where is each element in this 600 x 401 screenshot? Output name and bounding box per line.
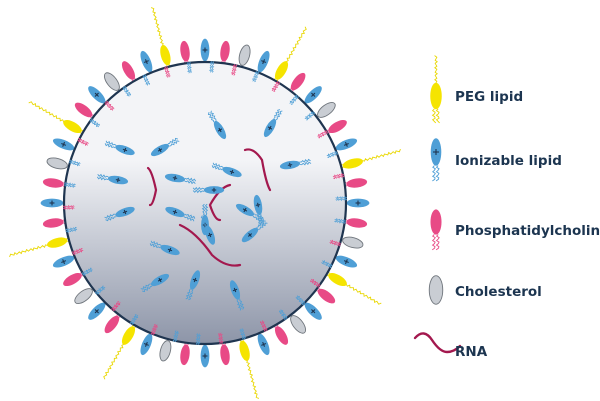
inner-lipid-layer (62, 61, 348, 345)
interior-ionizable-lipid (229, 280, 245, 311)
inner-lipid-ion (172, 330, 180, 343)
legend-label-rna: RNA (455, 344, 488, 360)
inner-lipid-ion (142, 74, 150, 86)
interior-ionizable-lipid (149, 240, 180, 256)
interior-ionizable-lipid (211, 162, 242, 178)
outer-lipid-chol (103, 72, 120, 91)
inner-lipid-pc (218, 332, 224, 345)
interior-ionizable-lipid (140, 273, 170, 293)
rna-strand (208, 183, 232, 222)
outer-lipid-chol (159, 340, 172, 362)
rna-strand (146, 166, 158, 207)
interior-ionizable-lipid (263, 109, 283, 138)
inner-lipid-pc (260, 320, 268, 332)
legend-label-ionizable-lipid: Ionizable lipid (455, 153, 562, 169)
inner-lipid-pc (104, 100, 115, 111)
interior-ionizable-lipid (104, 140, 135, 156)
rna-strand (178, 223, 242, 267)
interior-ionizable-lipid (207, 110, 227, 140)
interior-ionizable-lipid (200, 214, 216, 245)
outer-lipid-chol (74, 288, 93, 305)
outer-lipid-chol (342, 236, 364, 249)
inner-lipid-ion (326, 150, 339, 159)
interior-ionizable-lipid (164, 173, 196, 185)
rna-strand-icon (413, 332, 462, 354)
interior-ionizable-lipid (279, 158, 312, 170)
inner-lipid-ion (64, 182, 76, 189)
interior-ionizable-lipid (165, 206, 196, 222)
interior-lipid-rna-complexes (97, 109, 312, 311)
inner-lipid-ion (81, 267, 93, 276)
interior-ionizable-lipid (192, 186, 225, 194)
inner-lipid-pc (310, 278, 321, 288)
inner-lipid-ion (95, 285, 106, 295)
inner-lipid-pc (150, 323, 159, 336)
legend-label-phosphatidylcholine: Phosphatidylcholine (455, 223, 600, 239)
inner-lipid-ion (68, 159, 81, 167)
ionizable-lipid-icon (430, 138, 442, 182)
inner-lipid-pc (71, 247, 84, 256)
inner-lipid-pc (230, 63, 238, 76)
interior-ionizable-lipid (241, 220, 268, 243)
inner-lipid-ion (209, 61, 215, 73)
inner-lipid-ion (186, 61, 192, 74)
inner-lipid-ion (321, 260, 333, 268)
inner-lipid-ion (130, 314, 139, 326)
inner-lipid-pc (317, 130, 329, 139)
outer-lipid-chol (238, 44, 251, 66)
inner-lipid-ion (251, 70, 260, 83)
interior-ionizable-lipid (104, 206, 135, 222)
inner-lipid-ion (122, 85, 131, 97)
interior-ionizable-lipid (235, 203, 264, 223)
inner-lipid-ion (335, 195, 348, 202)
inner-lipid-ion (334, 217, 346, 224)
phosphatidylcholine-icon (430, 209, 442, 251)
inner-lipid-ion (289, 94, 299, 105)
inner-lipid-ion (195, 333, 201, 345)
inner-lipid-pc (271, 80, 280, 92)
legend-icons (413, 55, 462, 354)
inner-lipid-pc (163, 66, 171, 78)
interior-ionizable-lipid (185, 270, 201, 301)
interior-ionizable-lipid (150, 137, 180, 157)
inner-lipid-ion (295, 295, 306, 306)
outer-lipid-chol (46, 157, 68, 170)
inner-lipid-ion (304, 111, 315, 121)
inner-lipid-pc (329, 239, 342, 247)
inner-lipid-pc (332, 172, 345, 180)
inner-lipid-pc (77, 138, 89, 146)
inner-lipid-ion (89, 118, 100, 128)
outer-lipid-chol (290, 315, 307, 334)
inner-lipid-pc (62, 204, 75, 211)
inner-lipid-ion (65, 226, 78, 234)
inner-lipid-ion (279, 309, 288, 321)
inner-lipid-ion (239, 328, 247, 340)
legend-label-peg-lipid: PEG lipid (455, 89, 524, 105)
interior-ionizable-lipid (97, 173, 129, 185)
legend-label-cholesterol: Cholesterol (455, 284, 542, 300)
outer-lipid-chol (317, 101, 336, 118)
peg-lipid-icon (430, 55, 442, 124)
inner-lipid-pc (111, 301, 121, 312)
cholesterol-icon (428, 275, 444, 305)
nanoparticle-core (62, 60, 348, 346)
rna-strand (243, 148, 272, 192)
